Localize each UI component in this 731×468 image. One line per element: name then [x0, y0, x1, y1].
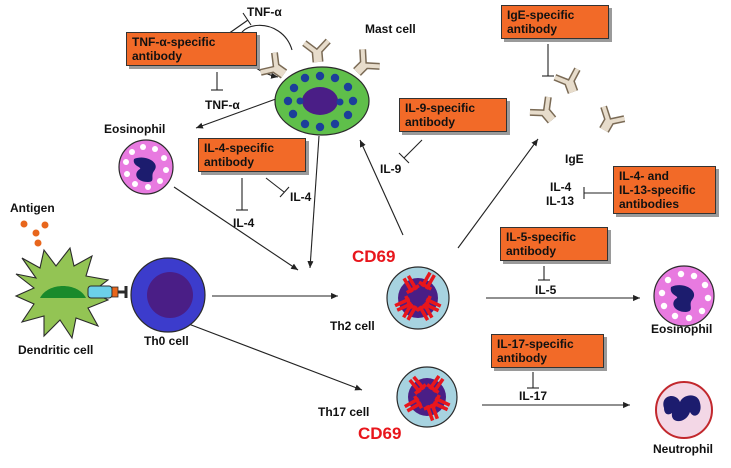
il17-antibody-box: IL-17-specific antibody — [491, 334, 604, 368]
dendritic-cell — [14, 246, 128, 340]
ige-antibody-1 — [555, 69, 584, 96]
tnf-alpha-label-top: TNF-α — [247, 5, 282, 19]
mast-cell-antibody-top — [304, 41, 330, 63]
il5-box-line-1: IL-5-specific — [506, 230, 577, 244]
il17-box-line-2: antibody — [497, 351, 547, 365]
cd69-label-th17: CD69 — [358, 424, 402, 443]
il5-antibody-box: IL-5-specific antibody — [500, 227, 608, 261]
mast-cell-nucleus — [302, 87, 338, 115]
il5-box-line-2: antibody — [506, 244, 556, 258]
ige-box-line-1: IgE-specific — [507, 8, 575, 22]
ige-antibodies — [530, 69, 624, 136]
eosinophil-to-th2-arrow — [173, 186, 299, 271]
ige-antibody-box: IgE-specific antibody — [501, 5, 609, 39]
il4-box-line-1: IL-4-specific — [204, 141, 275, 155]
il9-to-mast-cell-arrow — [359, 139, 404, 236]
il9-antibody-box: IL-9-specific antibody — [399, 98, 507, 132]
tnf-inhibit-bar-top — [242, 12, 252, 26]
dendritic-cell-label: Dendritic cell — [18, 343, 94, 357]
il4-inhibit-bar-b — [279, 186, 290, 198]
th2-cell-label: Th2 cell — [330, 319, 375, 333]
neutrophil-label: Neutrophil — [653, 442, 713, 456]
ige-label: IgE — [565, 152, 584, 166]
il4-il13-to-ige-arrow — [457, 138, 539, 249]
il4-box-line-2: antibody — [204, 155, 254, 169]
mast-cell-to-th2-arrow — [307, 135, 320, 269]
eosinophil-top-cell — [118, 139, 174, 195]
th17-cell — [396, 366, 458, 428]
neutrophil-cell — [655, 381, 713, 439]
th0-cell — [130, 257, 206, 333]
tnf-alpha-antibody-box: TNF-α-specific antibody — [126, 32, 257, 66]
il4-inhibit-line-b — [265, 177, 285, 193]
il17-box-line-1: IL-17-specific — [497, 337, 574, 351]
il4-label-c: IL-4 — [550, 180, 572, 194]
ige-antibody-2 — [530, 97, 561, 128]
tnf-box-line-2: antibody — [132, 49, 182, 63]
il4-antibody-box: IL-4-specific antibody — [198, 138, 306, 172]
il9-label: IL-9 — [380, 162, 402, 176]
il4-il13-antibody-box: IL-4- and IL-13-specific antibodies — [613, 166, 716, 214]
il4-label-b: IL-4 — [290, 190, 312, 204]
il9-box-line-2: antibody — [405, 115, 455, 129]
il4-il13-box-line-2: IL-13-specific — [619, 183, 696, 197]
il4-label-a: IL-4 — [233, 216, 255, 230]
cd69-label-th2: CD69 — [352, 247, 396, 266]
il9-box-line-1: IL-9-specific — [405, 101, 476, 115]
th0-cell-label: Th0 cell — [144, 334, 189, 348]
th2-cell — [386, 266, 450, 330]
il5-label: IL-5 — [535, 283, 557, 297]
mast-cell — [261, 41, 380, 136]
il9-inhibit-bar — [398, 152, 410, 164]
tnf-alpha-label-bottom: TNF-α — [205, 98, 240, 112]
th0-to-th17-arrow — [185, 322, 363, 391]
il4-il13-box-line-3: antibodies — [619, 197, 680, 211]
antigen-label: Antigen — [10, 201, 55, 215]
il13-label: IL-13 — [546, 194, 575, 208]
tnf-to-eosinophil-arrow — [195, 95, 285, 129]
eosinophil-label-right: Eosinophil — [651, 322, 713, 336]
antigen-particles — [20, 220, 49, 247]
tnf-box-line-1: TNF-α-specific — [132, 35, 216, 49]
th17-cell-label: Th17 cell — [318, 405, 370, 419]
il4-il13-box-line-1: IL-4- and — [619, 169, 669, 183]
il9-inhibit-line — [403, 139, 423, 159]
tnf-inhibit-line-top — [227, 19, 249, 35]
ige-box-line-2: antibody — [507, 22, 557, 36]
pathway-connectors — [173, 12, 640, 409]
ige-antibody-3 — [594, 107, 625, 136]
mast-cell-label: Mast cell — [365, 22, 416, 36]
il17-label: IL-17 — [519, 389, 548, 403]
mast-cell-granules — [283, 71, 358, 132]
eosinophil-right-cell — [653, 265, 715, 327]
eosinophil-label-top: Eosinophil — [104, 122, 166, 136]
